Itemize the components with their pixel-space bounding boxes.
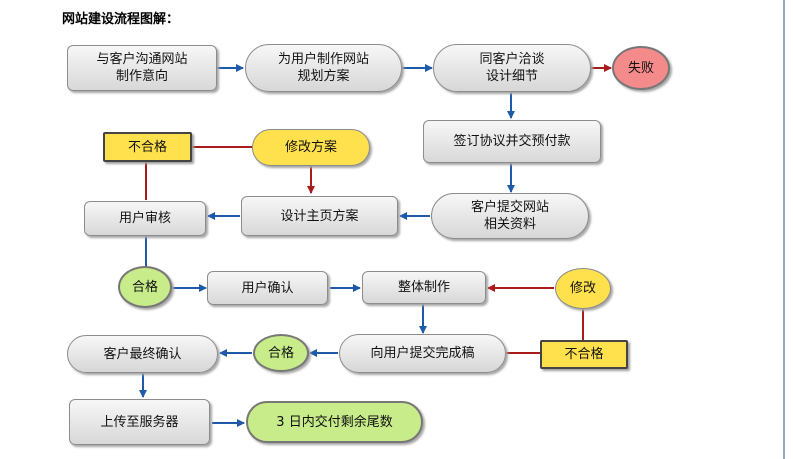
window-border <box>783 0 785 459</box>
node-modify-plan: 修改方案 <box>252 129 370 166</box>
node-plan: 为用户制作网站 规划方案 <box>245 44 402 92</box>
node-pay-balance: 3 日内交付剩余尾数 <box>246 401 423 443</box>
node-homepage: 设计主页方案 <box>241 196 398 236</box>
node-contract: 签订协议并交预付款 <box>423 120 601 163</box>
diagram-title: 网站建设流程图解： <box>62 12 180 27</box>
node-user-review: 用户审核 <box>84 201 206 236</box>
node-negotiate: 同客户洽谈 设计细节 <box>433 44 591 92</box>
node-user-confirm: 用户确认 <box>207 271 328 305</box>
node-reject-1: 不合格 <box>103 132 192 162</box>
node-reject-2: 不合格 <box>540 340 628 369</box>
node-communicate: 与客户沟通网站 制作意向 <box>67 45 217 91</box>
node-pass-2: 合格 <box>253 334 309 372</box>
node-pass-1: 合格 <box>118 266 172 308</box>
node-whole-make: 整体制作 <box>362 271 486 304</box>
node-submit: 向用户提交完成稿 <box>339 334 506 373</box>
node-fail: 失败 <box>612 46 670 90</box>
node-final-confirm: 客户最终确认 <box>67 335 218 373</box>
node-materials: 客户提交网站 相关资料 <box>431 193 589 239</box>
node-upload: 上传至服务器 <box>69 399 210 445</box>
node-modify: 修改 <box>555 268 611 309</box>
